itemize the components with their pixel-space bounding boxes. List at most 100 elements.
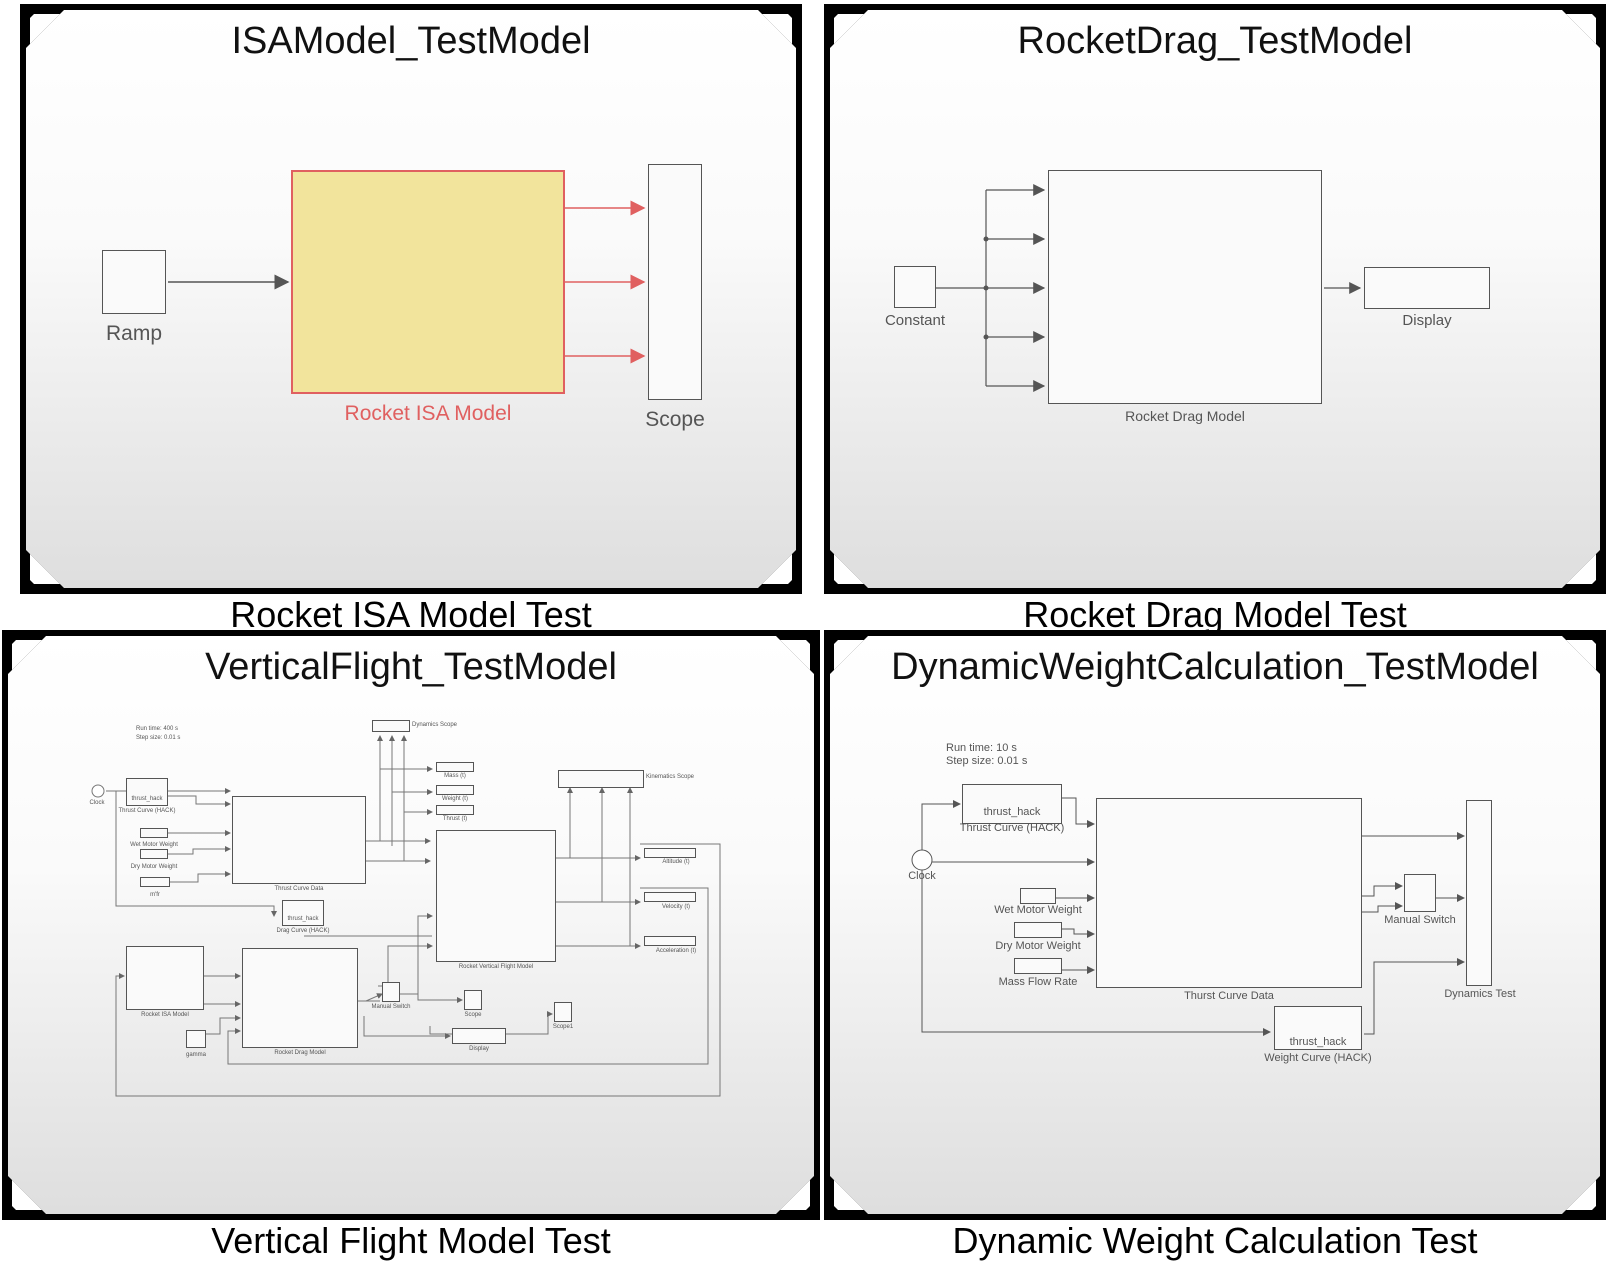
vf-gamma-label: gamma (185, 1052, 206, 1058)
isa-panel-title: ISAModel_TestModel (231, 20, 591, 62)
dyn-step-size: Step size: 0.01 s (946, 755, 1028, 767)
corner-mark-icon (758, 550, 796, 588)
vflight-panel-caption: Vertical Flight Model Test (211, 1220, 611, 1261)
display-label: Display (1402, 312, 1452, 329)
rocket-isa-model-label: Rocket ISA Model (344, 402, 512, 425)
dyn-wet-motor-block[interactable] (1020, 888, 1056, 904)
rocket-isa-model-block[interactable] (291, 170, 565, 394)
dyn-thrust-curve-data-block[interactable] (1096, 798, 1362, 988)
vf-weight-block[interactable] (436, 785, 474, 795)
vf-mfr-block[interactable] (140, 877, 170, 887)
vf-mass-label: Mass (t) (444, 773, 466, 779)
corner-mark-icon (26, 10, 64, 48)
vf-drag-curve-label: Drag Curve (HACK) (276, 928, 330, 934)
vf-thrust-curve-data-label: Thrust Curve Data (274, 886, 324, 892)
vf-altitude-block[interactable] (644, 848, 696, 858)
scope-label: Scope (645, 408, 705, 431)
dyn-thrust-curve-data-label: Thurst Curve Data (1184, 990, 1274, 1002)
vf-thrust-label: Thrust (t) (442, 816, 468, 822)
vf-gamma-block[interactable] (186, 1030, 206, 1048)
vf-vertical-flight-label: Rocket Vertical Flight Model (458, 964, 534, 970)
corner-mark-icon (1562, 1176, 1600, 1214)
constant-label: Constant (884, 312, 946, 329)
vf-display-label: Display (469, 1046, 489, 1052)
vf-thrust-block[interactable] (436, 805, 474, 815)
dyn-clock-label: Clock (908, 870, 936, 882)
dyn-thrust-curve-label: Thrust Curve (HACK) (959, 822, 1065, 834)
vf-scope1-block[interactable] (554, 1002, 572, 1022)
vf-thrust-curve-label: Thrust Curve (HACK) (118, 808, 176, 814)
dyn-mass-flow-block[interactable] (1014, 958, 1062, 974)
vf-isa-model-label: Rocket ISA Model (141, 1012, 189, 1018)
dyn-weight-curve-block[interactable] (1274, 1006, 1362, 1050)
dyn-dynamics-test-block[interactable] (1466, 800, 1492, 986)
vf-display-block[interactable] (452, 1028, 506, 1044)
dyn-manual-switch-block[interactable] (1404, 874, 1436, 912)
vf-acceleration-block[interactable] (644, 936, 696, 946)
vf-kinematics-scope-block[interactable] (558, 770, 644, 788)
corner-mark-icon (8, 1176, 46, 1214)
vf-velocity-label: Velocity (t) (661, 904, 690, 910)
vflight-diagram-canvas (91, 735, 721, 1097)
corner-mark-icon (1562, 550, 1600, 588)
vf-dynamics-scope-block[interactable] (372, 720, 410, 732)
vf-drag-curve-block[interactable] (282, 900, 324, 926)
ramp-block[interactable] (102, 250, 166, 314)
isa-panel-caption: Rocket ISA Model Test (230, 594, 592, 635)
vf-dry-motor-label: Dry Motor Weight (130, 864, 178, 870)
vf-weight-label: Weight (t) (442, 796, 468, 802)
dyn-mass-flow-label: Mass Flow Rate (998, 976, 1078, 988)
dyn-run-time: Run time: 10 s (946, 742, 1017, 754)
rocket-drag-model-label: Rocket Drag Model (1125, 408, 1245, 424)
vf-velocity-block[interactable] (644, 892, 696, 902)
corner-mark-icon (830, 1176, 868, 1214)
corner-mark-icon (758, 10, 796, 48)
vf-thrust-hack-label: thrust_hack (131, 796, 163, 802)
dyn-manual-switch-label: Manual Switch (1384, 914, 1456, 926)
corner-mark-icon (8, 636, 46, 674)
corner-mark-icon (1562, 10, 1600, 48)
isa-diagram-canvas (168, 200, 646, 364)
drag-test-panel[interactable]: Constant Rocket Drag Model Display Rocke… (824, 4, 1606, 594)
vf-thrust-curve-block[interactable] (126, 778, 168, 806)
vf-drag-model-block[interactable] (242, 948, 358, 1048)
vf-scope-label: Scope (464, 1012, 482, 1018)
vflight-panel-title: VerticalFlight_TestModel (205, 646, 617, 688)
vf-manual-switch-block[interactable] (382, 982, 400, 1002)
constant-block[interactable] (894, 266, 936, 308)
display-block[interactable] (1364, 267, 1490, 309)
vf-mass-block[interactable] (436, 762, 474, 772)
dyn-thrust-curve-block[interactable] (962, 784, 1062, 824)
isa-test-panel[interactable]: Ramp Rocket ISA Model Scope ISAModel_Tes… (20, 4, 802, 594)
dyn-dry-motor-block[interactable] (1014, 922, 1062, 938)
dyn-dry-motor-label: Dry Motor Weight (995, 940, 1081, 952)
vf-mfr-label: m'fr (150, 892, 160, 898)
vf-drag-model-label: Rocket Drag Model (274, 1050, 326, 1056)
vf-dry-motor-block[interactable] (140, 849, 168, 859)
vf-wet-motor-block[interactable] (140, 828, 168, 838)
dyn-panel-title: DynamicWeightCalculation_TestModel (891, 646, 1539, 688)
vf-manual-switch-label: Manual Switch (371, 1004, 411, 1010)
dyn-weight-hack-label: thrust_hack (1289, 1036, 1347, 1048)
rocket-drag-model-block[interactable] (1048, 170, 1322, 404)
dyn-diagram-canvas (911, 797, 1465, 1036)
vf-thrust-curve-data-block[interactable] (232, 796, 366, 884)
scope-block[interactable] (648, 164, 702, 400)
vf-acceleration-label: Acceleration (t) (655, 948, 697, 954)
ramp-label: Ramp (105, 322, 163, 345)
dyn-thrust-hack-label: thrust_hack (983, 806, 1041, 818)
dyn-dynamics-test-label: Dynamics Test (1444, 988, 1516, 1000)
vf-step-size: Step size: 0.01 s (136, 735, 181, 741)
dyn-weight-curve-label: Weight Curve (HACK) (1264, 1052, 1372, 1064)
vf-wet-motor-label: Wet Motor Weight (130, 842, 178, 848)
corner-mark-icon (830, 10, 868, 48)
corner-mark-icon (830, 550, 868, 588)
corner-mark-icon (830, 636, 868, 674)
vf-vertical-flight-block[interactable] (436, 830, 556, 962)
vf-isa-model-block[interactable] (126, 946, 204, 1010)
corner-mark-icon (26, 550, 64, 588)
vertical-flight-test-panel[interactable]: Run time: 400 s Step size: 0.01 s Clock … (2, 630, 820, 1220)
vf-scope-block[interactable] (464, 990, 482, 1010)
drag-panel-title: RocketDrag_TestModel (1017, 20, 1413, 62)
dynamic-weight-test-panel[interactable]: Run time: 10 s Step size: 0.01 s thrust_… (824, 630, 1606, 1220)
